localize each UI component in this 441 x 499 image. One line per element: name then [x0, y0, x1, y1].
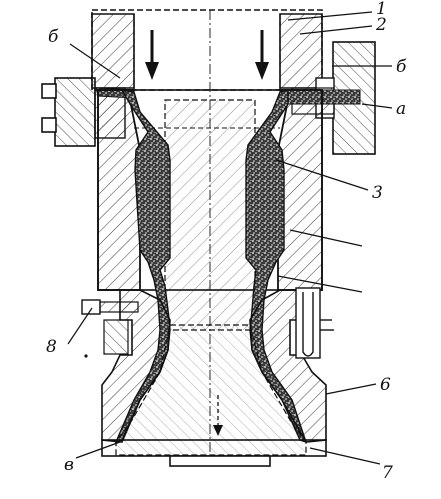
left-side-bolt — [81, 299, 139, 355]
lower-die — [98, 289, 327, 467]
flow-arrow-right — [255, 30, 269, 80]
callout-b-upper-left: б — [48, 27, 59, 47]
callout-1: 1 — [376, 0, 387, 19]
flow-arrow-left — [145, 30, 159, 80]
callout-3: 3 — [372, 183, 383, 203]
callout-v-8: 8 — [46, 337, 57, 357]
stray-dot — [84, 354, 88, 358]
callout-2: 2 — [375, 15, 387, 35]
callout-6: 6 — [380, 375, 391, 395]
callout-7: 7 — [382, 463, 393, 483]
callout-b-upper-right: б — [396, 57, 407, 77]
mold-body — [97, 89, 323, 291]
upper-sleeve — [91, 9, 323, 100]
callout-a: а — [396, 99, 406, 119]
leader-lines — [67, 11, 393, 465]
right-heater-element — [295, 287, 334, 359]
callout-v-bottom: в — [64, 455, 74, 475]
